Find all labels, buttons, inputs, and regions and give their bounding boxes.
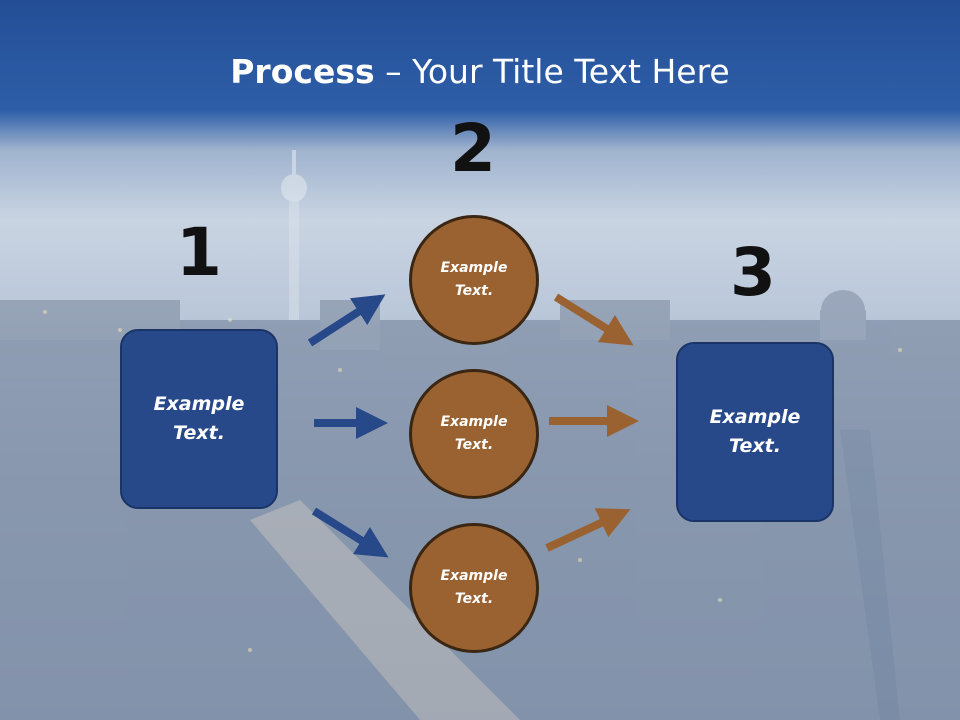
step-1-box-text: Example Text. [153,393,245,444]
slide-title: Process – Your Title Text Here [0,52,960,91]
step-number-2: 2 [450,110,496,187]
arrow-to-bottom-circle [311,507,389,558]
step-number-1: 1 [176,214,222,291]
title-bold-part: Process [230,52,375,91]
step-2-circle-middle: Example Text. [409,369,539,499]
circle-bottom-text: Example Text. [440,568,508,607]
step-2-circle-top: Example Text. [409,215,539,345]
step-2-circle-bottom: Example Text. [409,523,539,653]
arrow-from-top-circle [553,293,634,346]
arrow-from-bottom-circle [545,508,631,552]
circle-top-text: Example Text. [440,260,508,299]
step-3-box-text: Example Text. [709,406,801,457]
step-3-box: Example Text. [676,342,834,522]
step-number-3: 3 [730,234,776,311]
arrow-to-top-circle [307,294,386,347]
title-rest-part: – Your Title Text Here [374,52,730,91]
step-1-box: Example Text. [120,329,278,509]
circle-middle-text: Example Text. [440,414,508,453]
